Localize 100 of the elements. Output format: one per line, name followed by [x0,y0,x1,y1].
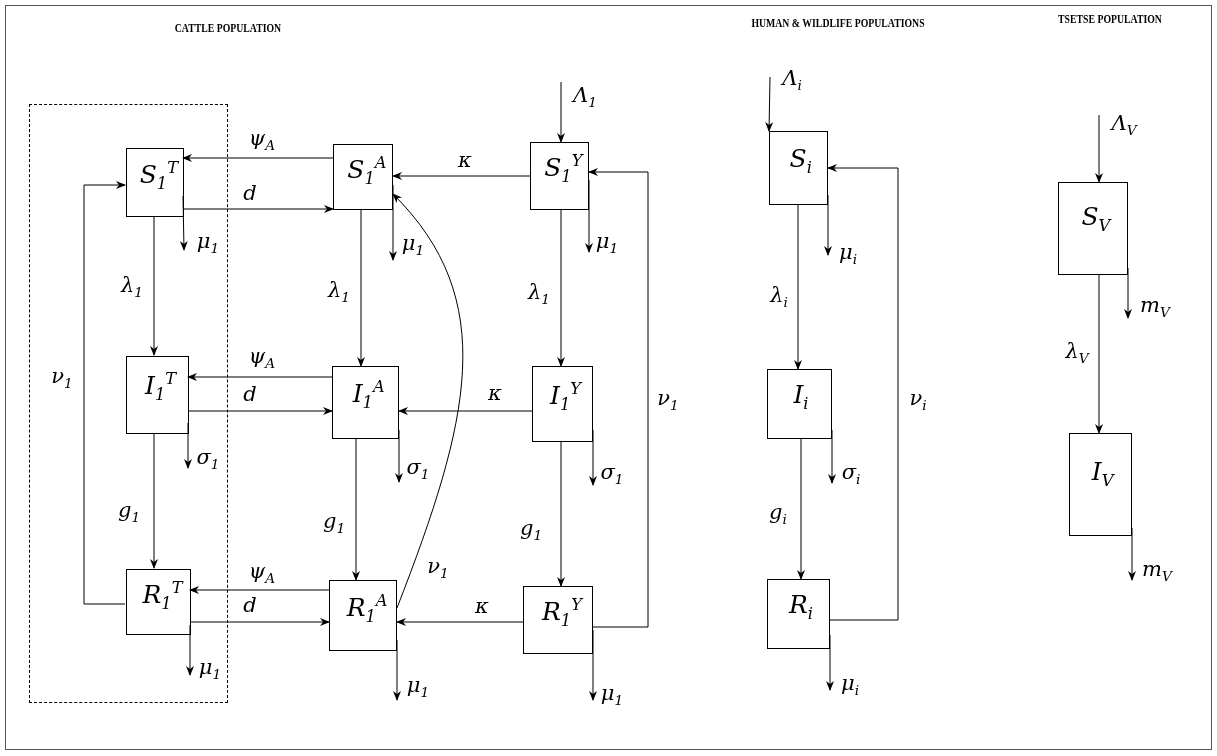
edge-label: ν$_{1}$ [427,555,449,581]
arrow [588,168,649,628]
edge-label: λ$_{1}$ [121,274,143,300]
arrow [396,618,524,626]
compartment-box [333,144,393,210]
compartment-label: I$_{V}$ [1091,459,1114,490]
edge-label: Λ$_{1}$ [573,84,597,110]
arrow [393,639,401,701]
arrow [557,209,565,367]
arrow [1095,114,1103,183]
compartment-box [532,366,593,442]
section-heading: TSETSE POPULATION [1058,13,1162,25]
arrow [182,205,334,213]
edge-label: Λ$_{i}$ [782,67,802,93]
arrow [392,172,531,180]
compartment-box [530,142,589,210]
arrow [557,441,565,587]
compartment-label: I$_{i}$ [793,382,809,413]
edge-label: λ$_{1}$ [528,281,550,307]
edge-label: m$_{V}$ [1140,294,1170,320]
arrow [179,195,188,251]
arrow [827,164,899,621]
compartment-box [1069,433,1132,536]
arrow [187,373,333,381]
edge-label: σ$_{1}$ [600,461,624,487]
edge-label: σ$_{1}$ [196,446,220,472]
edge-label: ψ$_{A}$ [248,560,276,586]
arrow [182,154,334,162]
compartment-box [332,366,399,439]
compartment-box [767,369,832,439]
edge-label: λ$_{V}$ [1065,340,1089,366]
compartment-box [126,148,184,217]
edge-label: g$_{1}$ [117,499,141,525]
edge-label: ν$_{1}$ [657,387,679,413]
arrow [187,407,333,415]
compartment-box [767,579,830,649]
arrow [828,429,836,484]
section-heading: CATTLE POPULATION [174,22,282,34]
edge-label: d [243,594,257,616]
arrow [189,586,330,594]
arrow [186,624,194,676]
compartment-box [523,586,593,654]
arrow [184,422,192,469]
edge-label: μ$_{i}$ [841,672,859,698]
arrow [824,194,832,256]
edge-label: d [243,182,257,204]
edge-label: μ$_{1}$ [401,232,425,258]
edge-label: g$_{1}$ [322,510,346,536]
edge-label: ψ$_{A}$ [248,127,276,153]
arrow [826,634,834,691]
compartment-box [329,580,397,651]
edge-label: μ$_{1}$ [196,230,220,256]
arrow [589,629,597,701]
compartment-label: R$_{i}$ [788,592,813,623]
arrow [589,429,597,486]
compartment-box [126,356,189,434]
arrow [392,193,463,609]
edge-label: σ$_{i}$ [841,461,861,487]
edge-label: λ$_{i}$ [770,284,788,310]
compartment-box [1058,182,1128,275]
edge-label: Λ$_{V}$ [1111,112,1137,138]
arrow [395,429,403,483]
arrow [83,181,126,605]
edge-label: κ [488,382,502,404]
edge-label: ν$_{1}$ [51,365,73,391]
edge-label: μ$_{1}$ [600,682,624,708]
edge-label: d [243,383,257,405]
edge-label: κ [475,595,489,617]
edge-label: m$_{V}$ [1142,558,1172,584]
arrow [389,184,397,261]
dashed-group-box [29,104,228,703]
arrow [1095,274,1103,434]
arrow [150,432,158,569]
edge-label: μ$_{1}$ [198,656,222,682]
edge-label: μ$_{1}$ [595,230,619,256]
edge-label: μ$_{i}$ [839,241,857,267]
arrow [794,204,802,370]
arrow [765,76,774,132]
arrow [557,81,565,143]
edge-label: λ$_{1}$ [328,279,350,305]
compartment-label: S$_{V}$ [1081,204,1111,235]
section-heading: HUMAN & WILDLIFE POPULATIONS [751,17,925,29]
compartment-box [126,569,191,635]
arrow [150,215,158,356]
compartment-box [769,131,828,205]
edge-label: σ$_{1}$ [406,456,430,482]
compartment-label: S$_{i}$ [789,145,812,176]
arrow [357,209,365,367]
edge-label: κ [458,149,472,171]
edge-label: ν$_{i}$ [909,387,927,413]
edge-label: g$_{1}$ [519,517,543,543]
arrow [797,438,805,580]
edge-label: μ$_{1}$ [406,674,430,700]
arrow [1124,267,1132,319]
arrow [1128,527,1136,581]
edge-label: ψ$_{A}$ [248,345,276,371]
arrow [585,179,593,253]
edge-label: g$_{i}$ [769,501,787,527]
arrow [398,407,533,415]
arrow [352,438,360,581]
